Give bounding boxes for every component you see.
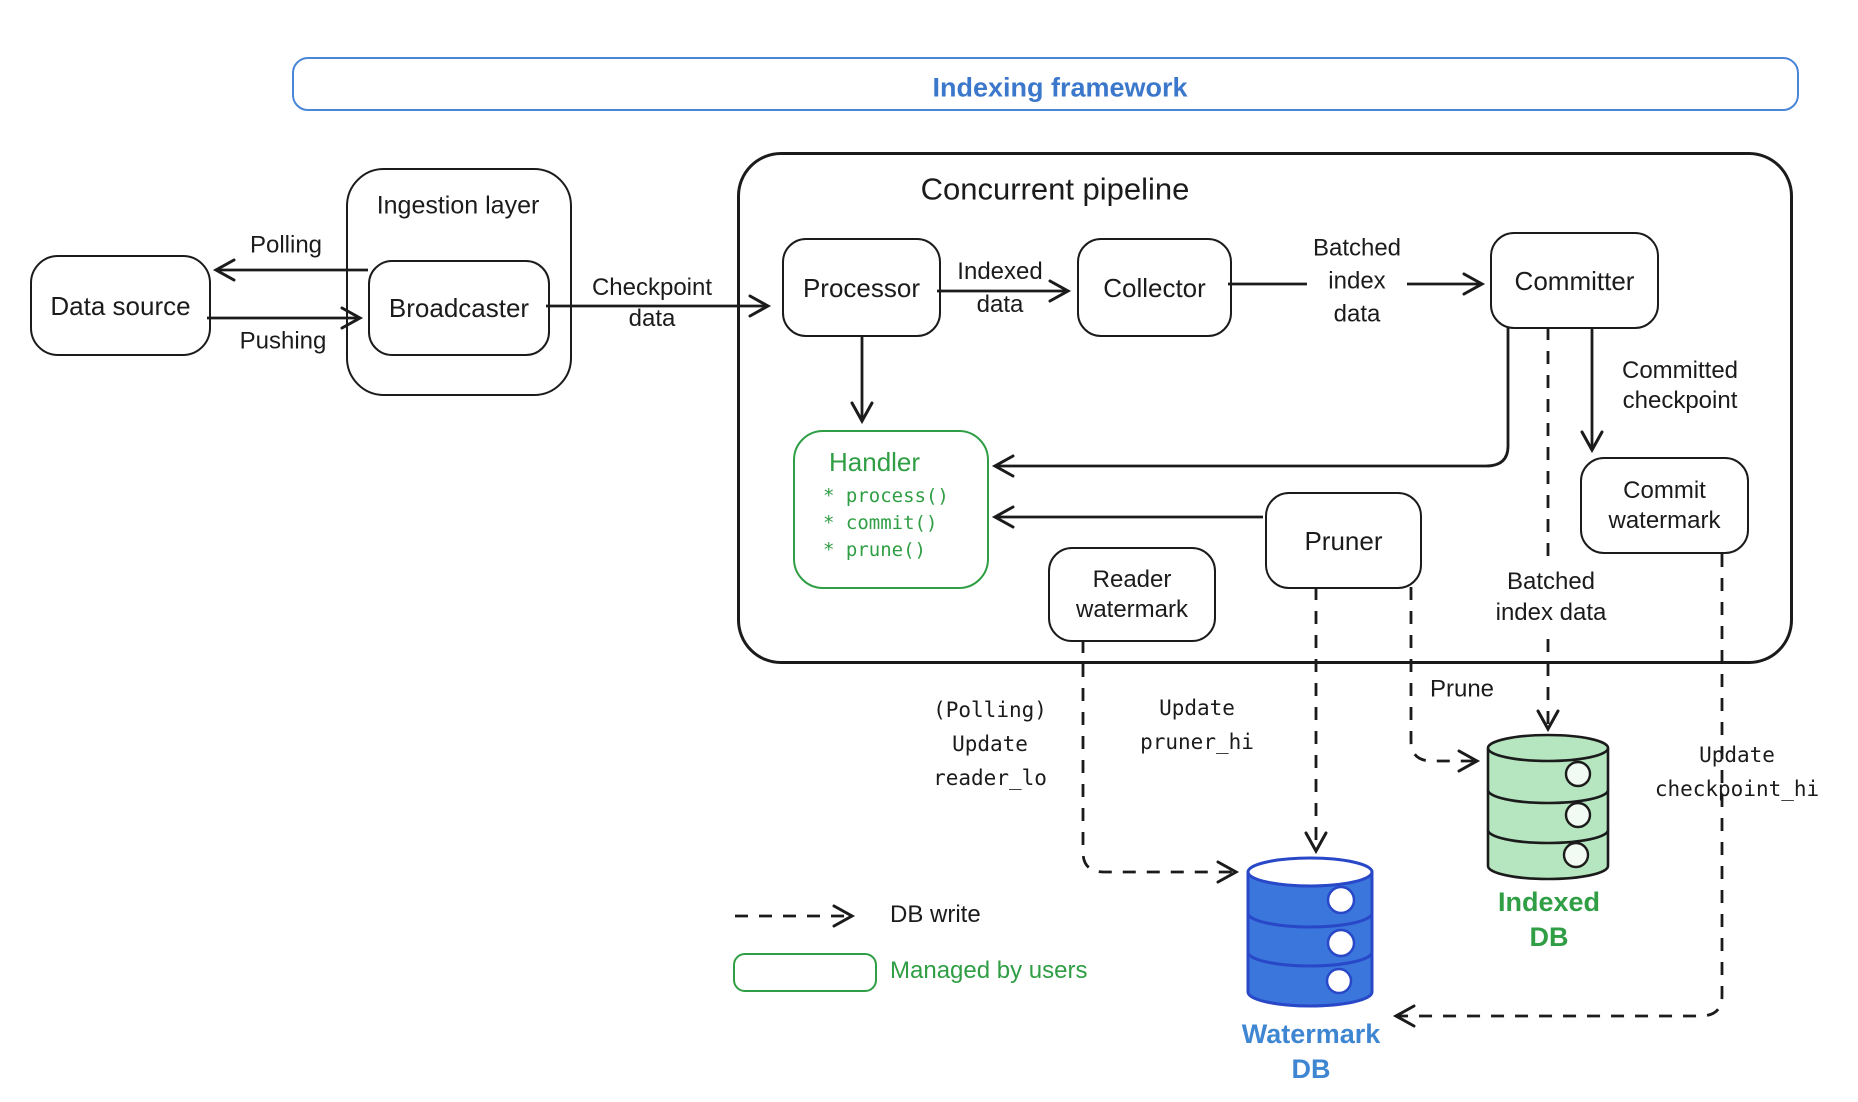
watermark-db-icon bbox=[1246, 856, 1374, 1008]
committer-to-handler-arrow bbox=[991, 327, 1510, 478]
legend-managed-by-users-label: Managed by users bbox=[890, 957, 1088, 984]
concurrent-pipeline-node bbox=[737, 152, 1793, 664]
update-pruner-hi-label: Update pruner_hi bbox=[1140, 696, 1254, 754]
committer-node: Committer bbox=[1490, 232, 1659, 329]
pruner-node: Pruner bbox=[1265, 492, 1422, 589]
processor-label: Processor bbox=[802, 272, 921, 303]
checkpoint-data-label: Checkpoint data bbox=[591, 274, 713, 332]
update-checkpoint-hi-arrow bbox=[1392, 554, 1724, 1028]
polling-label: Polling bbox=[249, 231, 323, 259]
watermark-db-label: Watermark DB bbox=[1241, 1019, 1381, 1084]
update-checkpoint-hi-label: Update checkpoint_hi bbox=[1654, 743, 1820, 801]
processor-node: Processor bbox=[782, 238, 941, 337]
collector-label: Collector bbox=[1103, 272, 1206, 303]
collector-node: Collector bbox=[1077, 238, 1232, 337]
handler-title: Handler bbox=[829, 447, 921, 477]
handler-method-process: * process() bbox=[823, 485, 949, 507]
broadcaster-label: Broadcaster bbox=[388, 293, 530, 323]
pushing-label: Pushing bbox=[239, 327, 327, 355]
broadcaster-node: Broadcaster bbox=[368, 260, 550, 356]
batched-index-to-db-label: Batched index data bbox=[1489, 566, 1613, 628]
indexed-db-icon bbox=[1486, 733, 1610, 881]
page-title: Indexing framework bbox=[932, 72, 1188, 103]
prune-arrow bbox=[1409, 587, 1481, 773]
batched-index-data-label: Batched index data bbox=[1306, 231, 1408, 331]
data-source-node: Data source bbox=[30, 255, 211, 356]
pipeline-title: Concurrent pipeline bbox=[920, 171, 1190, 207]
handler-method-prune: * prune() bbox=[823, 539, 926, 561]
handler-node: Handler * process() * commit() * prune() bbox=[793, 430, 989, 589]
indexing-framework-frame bbox=[292, 57, 1799, 111]
legend-db-write-label: DB write bbox=[890, 901, 981, 928]
update-reader-lo-label: (Polling) Update reader_lo bbox=[933, 698, 1047, 790]
update-reader-lo-arrow bbox=[1081, 640, 1240, 884]
indexed-db-label: Indexed DB bbox=[1497, 887, 1601, 952]
ingestion-layer-node bbox=[346, 168, 572, 396]
pruner-label: Pruner bbox=[1304, 525, 1383, 556]
legend-managed-by-users-swatch bbox=[733, 953, 877, 992]
indexed-data-label: Indexed data bbox=[957, 258, 1043, 318]
handler-method-commit: * commit() bbox=[823, 512, 938, 534]
prune-label: Prune bbox=[1429, 675, 1495, 703]
committer-label: Committer bbox=[1514, 265, 1635, 296]
committed-checkpoint-label: Committed checkpoint bbox=[1621, 357, 1739, 414]
data-source-label: Data source bbox=[50, 290, 191, 321]
ingestion-layer-label: Ingestion layer bbox=[376, 191, 540, 220]
